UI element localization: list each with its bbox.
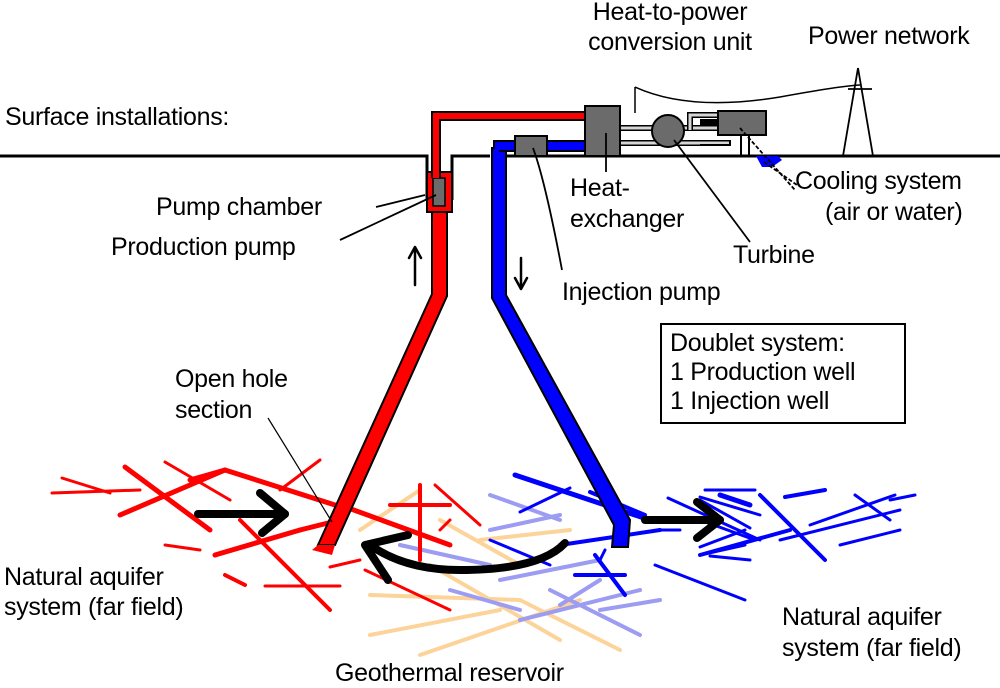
label-aquifer-left-line2: system (far field) <box>4 593 184 621</box>
label-heat-to-power-line1: Heat-to-power <box>592 0 748 26</box>
label-aquifer-right-line2: system (far field) <box>782 634 962 662</box>
surface-equipment <box>514 67 874 167</box>
label-surface-installations: Surface installations: <box>5 103 230 131</box>
label-cooling-line1: Cooling system <box>795 167 962 195</box>
doublet-system-box: Doublet system: 1 Production well 1 Inje… <box>660 323 906 424</box>
label-turbine: Turbine <box>733 241 815 269</box>
label-pump-chamber: Pump chamber <box>156 193 322 221</box>
label-open-hole-line1: Open hole <box>175 365 288 393</box>
label-heat-to-power-line2: conversion unit <box>588 28 752 56</box>
doublet-box-item: 1 Injection well <box>670 387 830 415</box>
production-pump <box>432 177 446 207</box>
injection-pump-unit <box>514 135 548 157</box>
production-well <box>312 111 585 555</box>
flow-arrows <box>194 245 724 584</box>
label-cooling-line2: (air or water) <box>825 198 963 226</box>
turbine-unit <box>651 114 685 148</box>
label-production-pump: Production pump <box>111 233 296 261</box>
arrow-down-injection <box>513 256 529 291</box>
label-geothermal-reservoir: Geothermal reservoir <box>335 659 564 687</box>
heat-exchanger-unit <box>584 105 621 157</box>
doublet-box-title: Doublet system: <box>670 329 845 357</box>
label-aquifer-left-line1: Natural aquifer <box>4 563 164 591</box>
doublet-box-item: 1 Production well <box>670 358 856 386</box>
arrow-aquifer-to-production <box>194 489 289 537</box>
power-line <box>634 84 861 104</box>
cool-fractures <box>398 493 662 637</box>
label-heat-exchanger-line1: Heat- <box>570 174 630 202</box>
label-heat-exchanger-line2: exchanger <box>570 205 685 233</box>
injection-well <box>491 140 632 548</box>
hot-aquifer-fractures <box>50 458 482 612</box>
reservoir-fractures <box>358 488 662 657</box>
power-pylon <box>842 67 874 157</box>
label-injection-pump: Injection pump <box>562 278 721 306</box>
label-aquifer-right-line1: Natural aquifer <box>782 603 942 631</box>
label-open-hole-line2: section <box>175 396 253 424</box>
arrow-injection-to-aquifer <box>641 498 724 542</box>
label-power-network: Power network <box>808 22 970 50</box>
arrow-reservoir-circulation <box>361 531 569 584</box>
arrow-up-production <box>407 245 423 287</box>
leader-lines <box>267 127 798 523</box>
